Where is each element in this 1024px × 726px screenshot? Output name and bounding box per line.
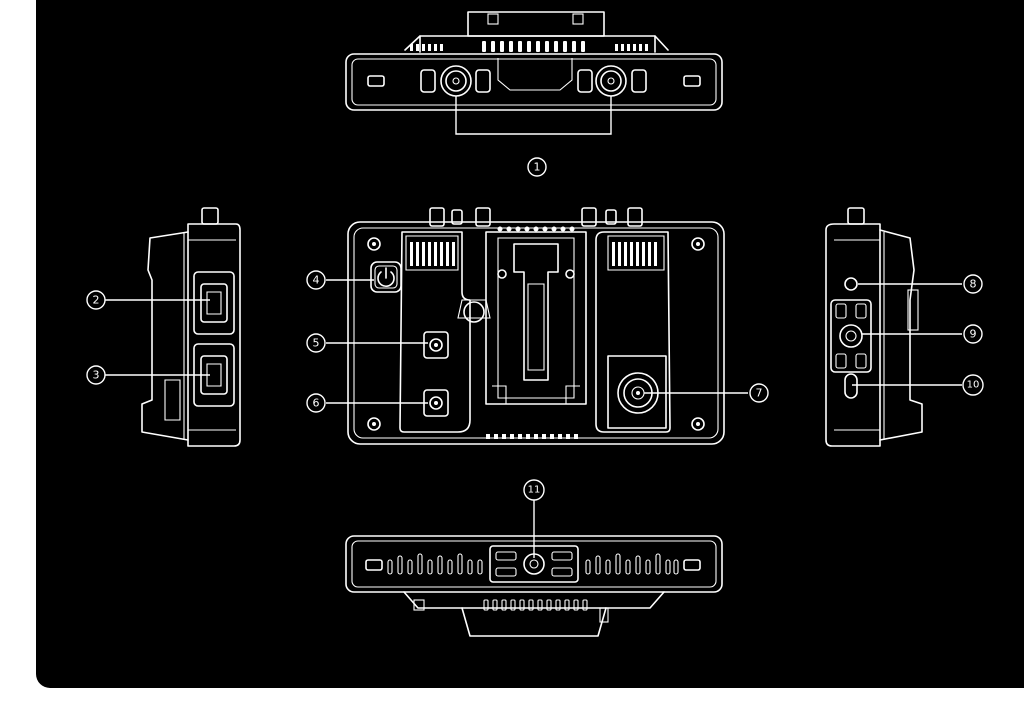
svg-text:1: 1 [534,161,541,174]
callout-11: 11 [523,479,545,501]
svg-text:2: 2 [93,294,100,307]
callout-4: 4 [306,270,326,290]
callout-6: 6 [306,393,326,413]
svg-text:6: 6 [313,397,320,410]
svg-text:5: 5 [313,337,320,350]
callout-7: 7 [749,383,769,403]
svg-text:9: 9 [970,328,977,341]
svg-text:11: 11 [528,485,541,496]
callout-5: 5 [306,333,326,353]
back-view [326,207,748,445]
callout-8: 8 [963,274,983,294]
callout-10: 10 [962,374,984,396]
callout-9: 9 [963,324,983,344]
svg-text:3: 3 [93,369,100,382]
svg-text:4: 4 [313,274,320,287]
callout-2: 2 [86,290,106,310]
svg-text:7: 7 [756,387,763,400]
top-view [345,11,723,135]
svg-text:8: 8 [970,278,977,291]
left-side-view [104,207,241,447]
bottom-view [345,500,723,637]
svg-text:10: 10 [967,380,980,391]
callout-1: 1 [527,157,547,177]
callout-3: 3 [86,365,106,385]
right-side-view [825,207,962,447]
